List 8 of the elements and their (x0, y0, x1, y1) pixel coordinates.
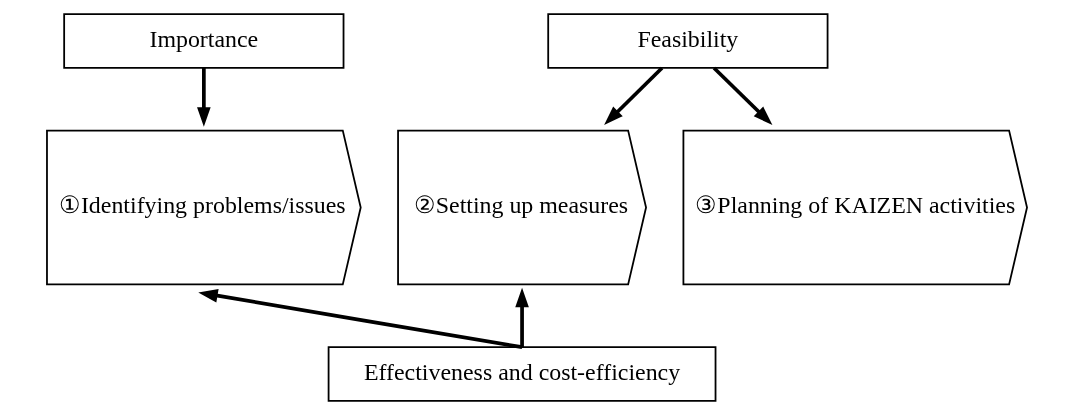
arrow (712, 66, 772, 126)
arrow (514, 287, 529, 348)
node-box: Importance (62, 13, 344, 69)
arrow (197, 289, 522, 350)
node-box: Effectiveness and cost-efficiency (327, 346, 716, 402)
arrow (603, 66, 663, 126)
arrow (196, 68, 211, 127)
node-box: Feasibility (546, 13, 828, 69)
